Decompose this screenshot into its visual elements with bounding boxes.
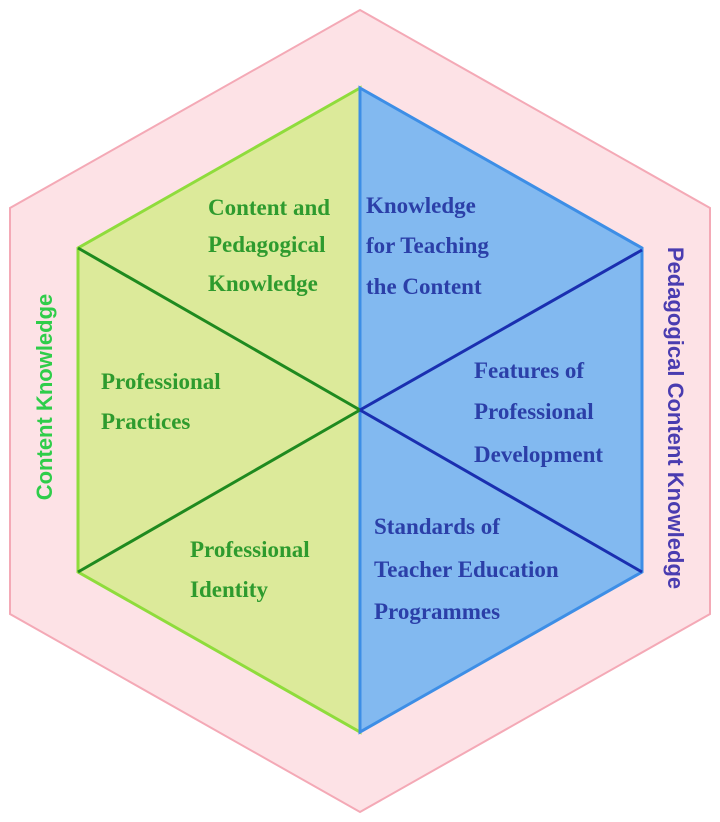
spoke-lower-right: [359, 408, 643, 574]
segment-knowledge-for-teaching-the-content: Knowledge for Teaching the Content: [366, 193, 495, 299]
segment-features-of-professional-development: Features of Professional Development: [474, 358, 603, 467]
segment-professional-practices: Professional Practices: [101, 369, 226, 434]
segment-professional-identity: Professional Identity: [190, 537, 315, 602]
segment-standards-of-teacher-education-programmes: Standards of Teacher Education Programme…: [374, 514, 564, 624]
spoke-lower-left: [77, 408, 361, 574]
spoke-upper-left: [77, 246, 361, 412]
segment-content-and-pedagogical-knowledge: Content and Pedagogical Knowledge: [208, 195, 336, 296]
side-label-pedagogical-content-knowledge: Pedagogical Content Knowledge: [663, 247, 688, 589]
spoke-upper-right: [359, 248, 643, 412]
side-label-content-knowledge: Content Knowledge: [32, 294, 57, 501]
